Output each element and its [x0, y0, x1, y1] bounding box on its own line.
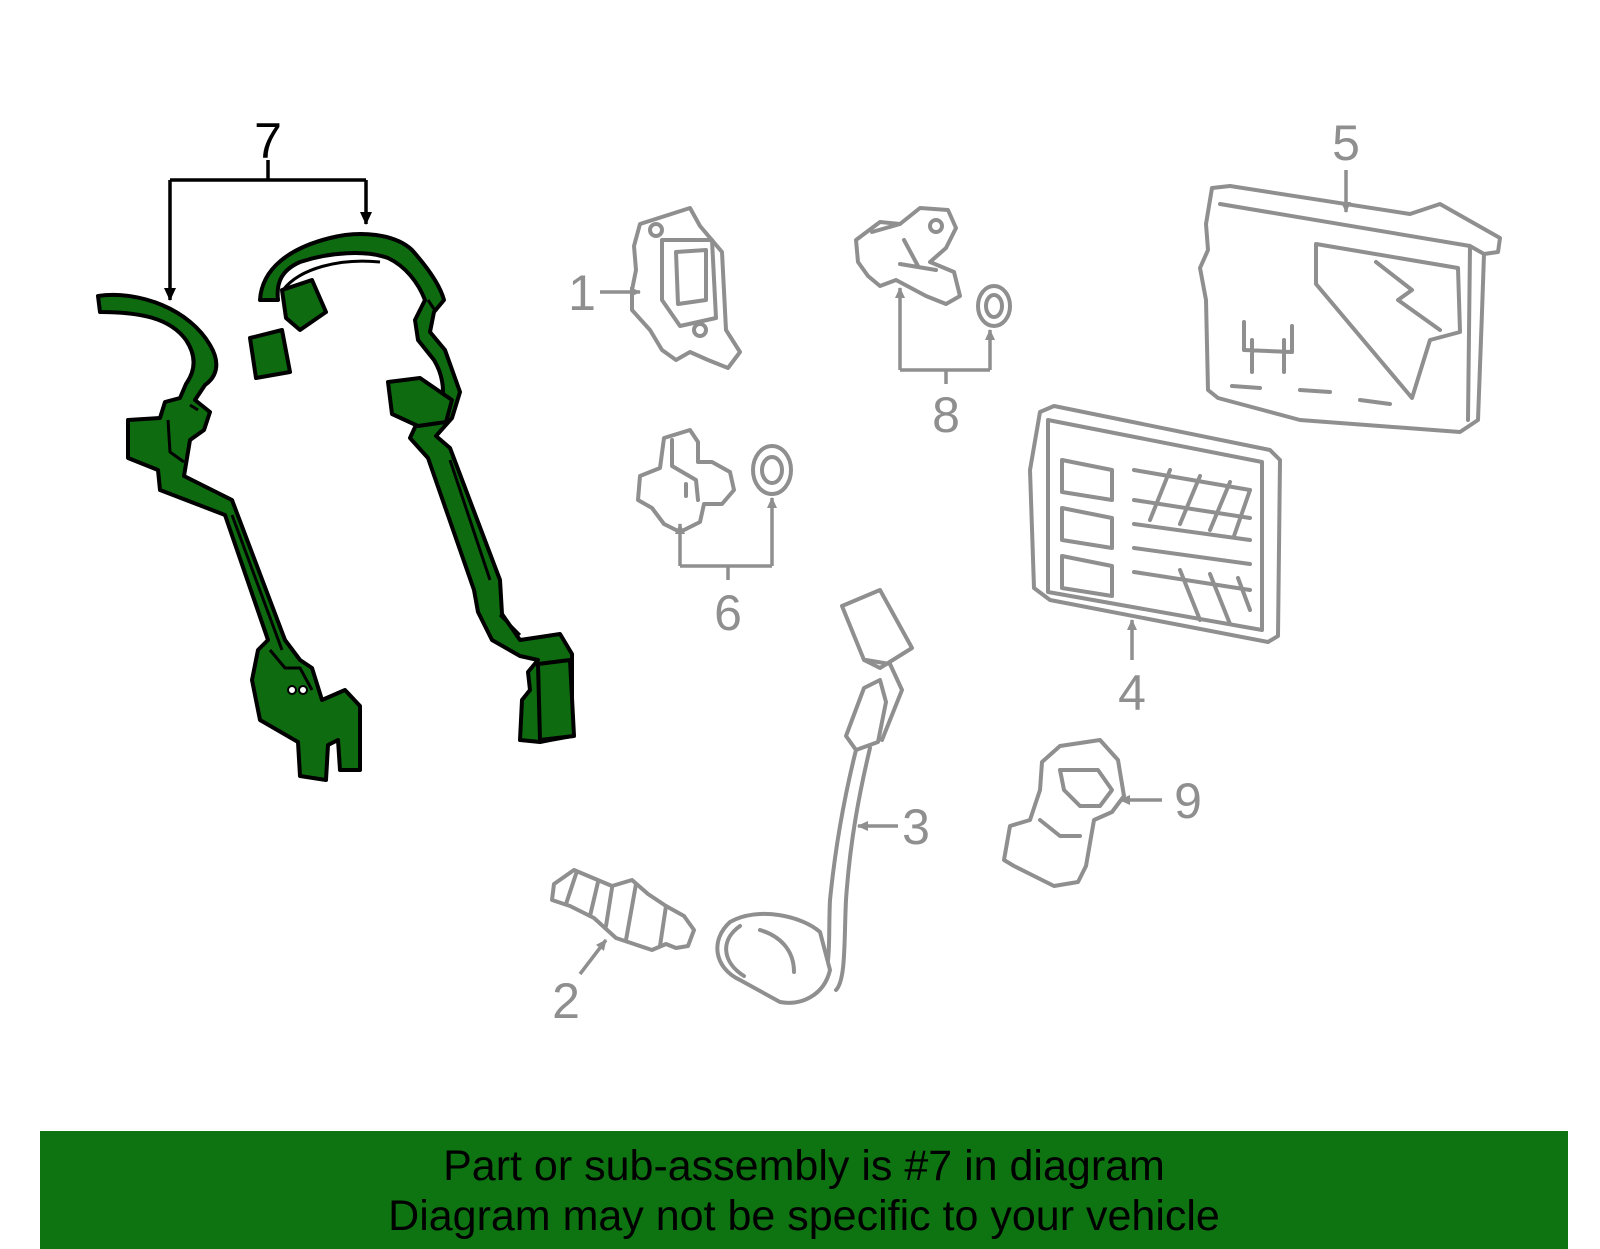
callout-7: 7	[164, 113, 372, 301]
banner-line-part: Part or sub-assembly is #7 in diagram	[443, 1142, 1165, 1190]
svg-text:3: 3	[902, 799, 930, 855]
part-5-module[interactable]	[1198, 184, 1502, 434]
svg-text:8: 8	[932, 387, 960, 443]
svg-text:1: 1	[568, 265, 596, 321]
part-3-oxygen-sensor[interactable]	[715, 588, 914, 1005]
callout-3: 3	[857, 799, 930, 855]
callout-8: 8	[895, 287, 995, 443]
svg-text:6: 6	[714, 585, 742, 641]
callout-7-label: 7	[254, 113, 282, 169]
svg-text:4: 4	[1118, 665, 1146, 721]
callout-5: 5	[1332, 115, 1360, 213]
svg-text:5: 5	[1332, 115, 1360, 171]
svg-text:9: 9	[1174, 773, 1202, 829]
part-8-o-ring[interactable]	[976, 284, 1012, 328]
part-6-sensor[interactable]	[636, 428, 736, 534]
part-8-sensor[interactable]	[854, 206, 962, 306]
callout-4: 4	[1118, 619, 1146, 721]
callout-6: 6	[675, 497, 777, 641]
callout-1: 1	[568, 265, 641, 321]
part-4-control-module[interactable]	[1028, 404, 1282, 644]
part-7-wiring-harness[interactable]	[96, 232, 576, 782]
svg-text:2: 2	[552, 973, 580, 1029]
part-9-sensor[interactable]	[1002, 738, 1126, 888]
part-2-sensor[interactable]	[550, 868, 696, 952]
callout-2: 2	[552, 938, 608, 1029]
part-6-o-ring[interactable]	[751, 444, 793, 496]
info-banner: Part or sub-assembly is #7 in diagram Di…	[40, 1131, 1568, 1249]
banner-line-disclaimer: Diagram may not be specific to your vehi…	[388, 1192, 1220, 1240]
part-1-sensor[interactable]	[630, 206, 742, 370]
callout-9: 9	[1119, 773, 1202, 829]
